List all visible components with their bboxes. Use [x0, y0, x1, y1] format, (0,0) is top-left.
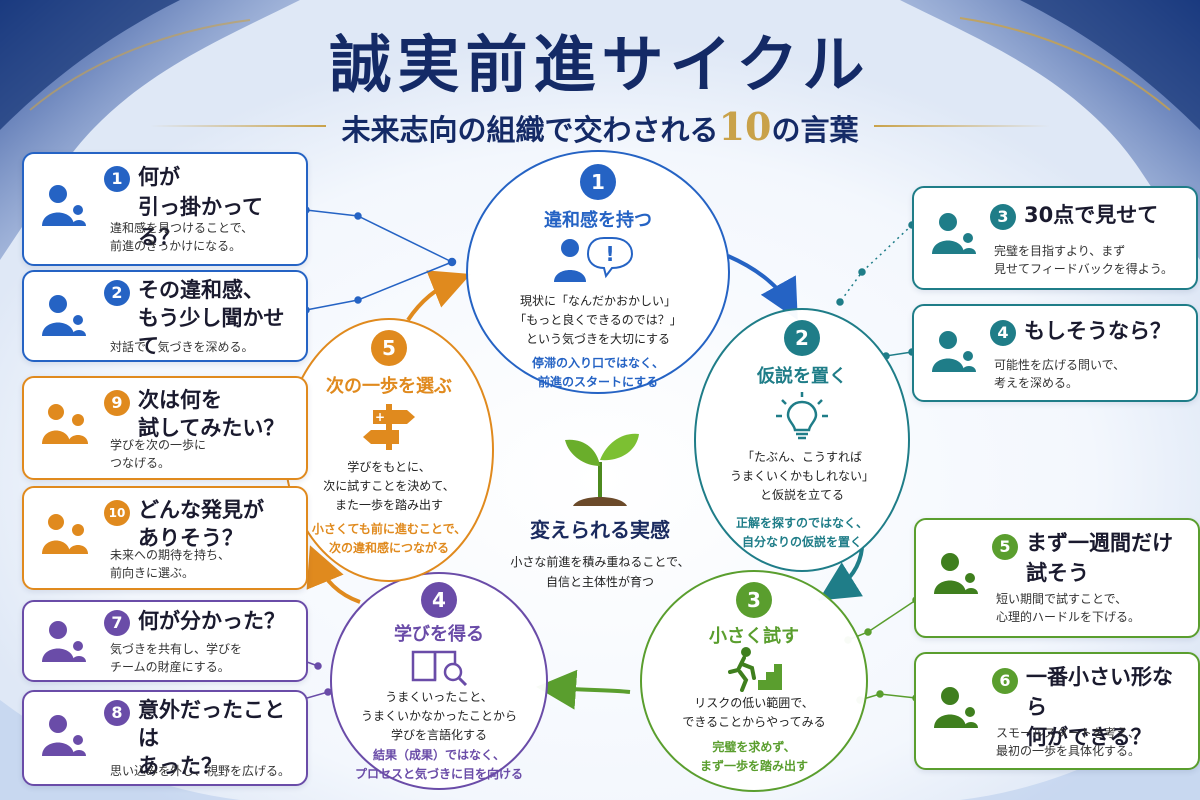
step-note: 正解を探すのではなく、 自分なりの仮説を置く: [735, 516, 868, 549]
phrase-card-2: 2 その違和感、 もう少し聞かせて 対話で、気づきを深める。: [22, 270, 308, 362]
phrase-number-badge: 8: [104, 700, 130, 726]
people-idea-icon: [42, 514, 88, 554]
phrase-number-badge: 4: [990, 320, 1016, 346]
step-number-badge: 4: [421, 582, 457, 618]
signpost-icon: +: [363, 404, 415, 450]
person-thinking-icon: [42, 295, 86, 336]
book-magnifier-icon: [411, 650, 468, 686]
step-title: 学びを得る: [394, 624, 484, 645]
phrase-number-badge: 3: [990, 204, 1016, 230]
phrase-description: 気づきを共有し、学びを チームの財産にする。: [110, 642, 243, 674]
phrase-card-5: 5 まず一週間だけ 試そう 短い期間で試すことで、 心理的ハードルを下げる。: [914, 518, 1200, 638]
phrase-title: どんな発見が ありそう？: [138, 498, 264, 550]
phrase-number-badge: 10: [104, 500, 130, 526]
step-note: 完璧を求めず、 まず一歩を踏み出す: [699, 740, 808, 773]
person-presenting-icon: [932, 331, 976, 372]
phrase-description: 短い期間で試すことで、 心理的ハードルを下げる。: [996, 592, 1141, 624]
phrase-card-4: 4 もしそうなら？ 可能性を広げる問いで、 考えを深める。: [912, 304, 1198, 402]
phrase-title: 何が 引っ掛かってる？: [138, 165, 263, 249]
phrase-card-3: 3 30点で見せて 完璧を目指すより、まず 見せてフィードバックを得よう。: [912, 186, 1198, 290]
person-growth-icon: [934, 553, 978, 594]
person-thinking-icon: [42, 185, 86, 226]
person-speaking-icon: [42, 715, 86, 756]
step-note: 小さくても前に進むことで、 次の違和感につながる: [311, 522, 467, 555]
phrase-description: 完璧を目指すより、まず 見せてフィードバックを得よう。: [994, 244, 1174, 276]
step-description: リスクの低い範囲で、 できることからやってみる: [682, 696, 826, 729]
page-subtitle: 未来志向の組織で交わされる10の言葉: [342, 104, 859, 149]
step-2-circle: 2 仮説を置く 「たぶん、こうすれば うまくいくかもしれない」 と仮説を立てる …: [694, 308, 910, 572]
step-description: うまくいったこと、 うまくいかなかったことから 学びを言語化する: [360, 690, 517, 742]
phrase-title: もしそうなら？: [1024, 319, 1171, 343]
center-title: 変えられる実感: [530, 518, 670, 542]
people-idea-icon: [42, 404, 88, 444]
svg-text:!: !: [605, 242, 614, 266]
phrase-title: 次は何を 試してみたい？: [138, 388, 285, 440]
subtitle-divider-right: [874, 125, 1051, 127]
phrase-number-badge: 2: [104, 280, 130, 306]
center-result: 変えられる実感 小さな前進を積み重ねることで、 自信と主体性が育つ: [505, 420, 695, 620]
step-description: 現状に「なんだかおかしい」 「もっと良くできるのでは？」 という気づきを大切にす…: [514, 294, 682, 346]
page-title: 誠実前進サイクル: [329, 28, 871, 101]
step-number-badge: 2: [784, 320, 820, 356]
step-note: 結果（成果）ではなく、 プロセスと気づきに目を向ける: [354, 748, 523, 781]
phrase-description: 学びを次の一歩に つなげる。: [110, 438, 207, 470]
person-presenting-icon: [932, 213, 976, 254]
step-note: 停滞の入り口ではなく、 前進のスタートにする: [531, 356, 664, 389]
step-number-badge: 5: [371, 330, 407, 366]
phrase-number-badge: 1: [104, 166, 130, 192]
phrase-title: 意外だったことは あった？: [138, 698, 285, 778]
subtitle-row: 未来志向の組織で交わされる10の言葉: [150, 104, 1051, 149]
phrase-card-1: 1 何が 引っ掛かってる？ 違和感を見つけることで、 前進のきっかけになる。: [22, 152, 308, 266]
phrase-number-badge: 6: [992, 668, 1018, 694]
subtitle-text: 未来志向の組織で交わされる: [341, 112, 719, 147]
step-number-badge: 1: [580, 164, 616, 200]
phrase-card-9: 9 次は何を 試してみたい？ 学びを次の一歩に つなげる。: [22, 376, 308, 480]
phrase-description: 対話で、気づきを深める。: [110, 340, 254, 354]
phrase-card-10: 10 どんな発見が ありそう？ 未来への期待を持ち、 前向きに選ぶ。: [22, 486, 308, 590]
step-title: 仮説を置く: [757, 366, 847, 387]
step-title: 次の一歩を選ぶ: [326, 376, 452, 397]
step-3-circle: 3 小さく試す リスクの低い範囲で、 できることからやってみる 完璧を求めず、 …: [640, 570, 868, 792]
step-1-circle: 1 違和感を持つ ! 現状に「なんだかおかしい」 「もっと良くできるのでは？」 …: [466, 150, 730, 394]
step-5-circle: 5 次の一歩を選ぶ + 学びをもとに、 次に試すことを決めて、 また一歩を踏み出…: [284, 318, 494, 582]
phrase-card-6: 6 一番小さい形なら 何ができる？ スモールスタートを考え、 最初の一歩を具体化…: [914, 652, 1200, 770]
lightbulb-icon: [776, 392, 828, 440]
step-4-circle: 4 学びを得る うまくいったこと、 うまくいかなかったことから 学びを言語化する…: [330, 572, 548, 790]
phrase-number-badge: 5: [992, 534, 1018, 560]
phrase-title: 30点で見せて: [1024, 203, 1159, 227]
phrase-card-8: 8 意外だったことは あった？ 思い込みを外し、視野を広げる。: [22, 690, 308, 786]
subtitle-number: 10: [718, 103, 772, 149]
subtitle-divider-left: [150, 125, 326, 127]
phrase-title: まず一週間だけ 試そう: [1026, 531, 1173, 585]
phrase-description: 未来への期待を持ち、 前向きに選ぶ。: [110, 548, 231, 580]
phrase-title: その違和感、 もう少し聞かせて: [138, 278, 285, 358]
step-title: 違和感を持つ: [544, 210, 652, 231]
phrase-title: 何が分かった？: [138, 609, 285, 633]
step-number-badge: 3: [736, 582, 772, 618]
phrase-description: スモールスタートを考え、 最初の一歩を具体化する。: [996, 726, 1141, 758]
phrase-description: 違和感を見つけることで、 前進のきっかけになる。: [110, 221, 254, 253]
running-steps-icon: [728, 647, 782, 692]
person-speaking-icon: [42, 621, 86, 662]
person-growth-icon: [934, 687, 978, 728]
subtitle-text-end: の言葉: [771, 112, 859, 147]
phrase-description: 思い込みを外し、視野を広げる。: [110, 764, 291, 778]
svg-text:+: +: [375, 410, 385, 424]
step-title: 小さく試す: [709, 626, 799, 647]
phrase-number-badge: 7: [104, 610, 130, 636]
center-description: 小さな前進を積み重ねることで、 自信と主体性が育つ: [510, 555, 690, 589]
sprout-icon: [565, 433, 639, 506]
phrase-title: 一番小さい形なら 何ができる？: [1026, 665, 1173, 749]
phrase-number-badge: 9: [104, 390, 130, 416]
step-description: 学びをもとに、 次に試すことを決めて、 また一歩を踏み出す: [323, 460, 455, 512]
person-question-icon: !: [554, 237, 634, 282]
step-description: 「たぶん、こうすれば うまくいくかもしれない」 と仮説を立てる: [729, 450, 874, 502]
phrase-description: 可能性を広げる問いで、 考えを深める。: [994, 358, 1126, 390]
phrase-card-7: 7 何が分かった？ 気づきを共有し、学びを チームの財産にする。: [22, 600, 308, 682]
